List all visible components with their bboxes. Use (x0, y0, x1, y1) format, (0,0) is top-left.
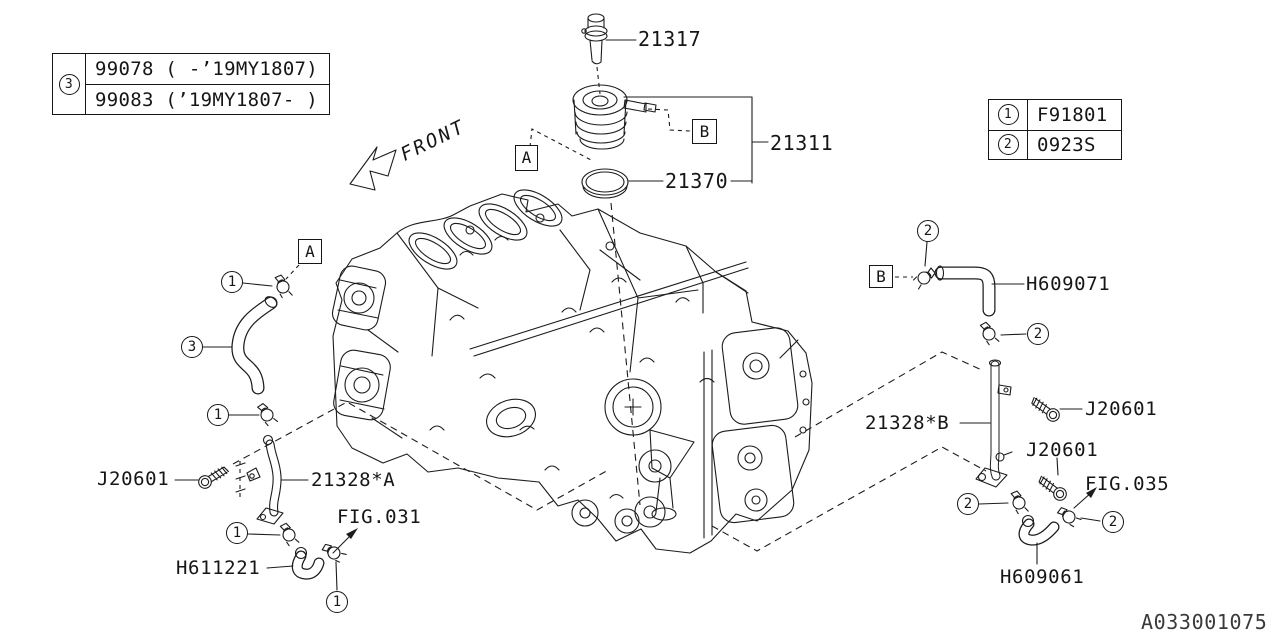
legend-right-ref-cell-2: 2 (989, 129, 1028, 159)
legend-right-code-2: 0923S (1028, 129, 1121, 160)
legend-right-code-1: F91801 (1037, 103, 1108, 126)
ref-circle-1-clamp-lower-left: 1 (226, 522, 248, 544)
legend-table-right: 1 F91801 2 0923S (988, 99, 1122, 160)
hose-h609061-drawing (1018, 514, 1060, 546)
ref-circle-1-legend: 1 (997, 104, 1019, 126)
hose-h609071-drawing (934, 265, 996, 317)
ref-circle-1-clamp-bottom-left: 1 (326, 591, 348, 613)
ref-circle-3-hose: 3 (181, 336, 203, 358)
ref-circle-1-clamp-mid-left: 1 (207, 404, 229, 426)
part-label-h609061: H609061 (1000, 566, 1085, 588)
part-label-21317: 21317 (638, 27, 702, 51)
water-plug-21317-drawing (581, 13, 608, 65)
part-label-j20601-lower-right: J20601 (1026, 439, 1099, 461)
figure-reference-arrowheads (346, 487, 1097, 539)
water-hose-3-drawing (231, 296, 278, 395)
section-box-b-top: B (692, 119, 717, 144)
legend-right-ref-cell-1: 1 (989, 100, 1028, 130)
legend-left-ref-cell: 3 (53, 54, 86, 114)
part-label-21311: 21311 (770, 131, 834, 155)
legend-left-row-1: 99078 ( -’19MY1807) (95, 58, 319, 80)
part-label-h611221: H611221 (176, 557, 261, 579)
figure-ref-label-fig031: FIG.031 (337, 506, 422, 528)
ref-circle-2-clamp-lower-right: 2 (957, 493, 979, 515)
section-box-a-top: A (515, 145, 538, 171)
ref-circle-2-clamp-bottom-right: 2 (1102, 511, 1124, 533)
ref-circle-2-clamp-upper-right: 2 (917, 220, 939, 242)
part-label-h609071: H609071 (1026, 273, 1111, 295)
figure-ref-label-fig035: FIG.035 (1085, 473, 1170, 495)
legend-left-row-2: 99083 (’19MY1807- ) (86, 84, 329, 114)
legend-table-left: 3 99078 ( -’19MY1807) 99083 (’19MY1807- … (52, 53, 330, 115)
gasket-21370-drawing (581, 168, 629, 199)
section-box-a-left: A (298, 239, 322, 264)
ref-circle-2-clamp-mid-right: 2 (1027, 323, 1049, 345)
ref-circle-3-legend: 3 (58, 73, 80, 95)
part-label-j20601-left: J20601 (97, 468, 170, 490)
front-arrow (349, 146, 397, 191)
part-label-j20601-upper-right: J20601 (1085, 398, 1158, 420)
diagram-id-label: A033001075 (1141, 610, 1268, 634)
water-pipe-21328a-drawing (246, 434, 284, 525)
part-label-21328a: 21328*A (311, 469, 396, 491)
ref-circle-1-clamp-upper-left: 1 (221, 271, 243, 293)
part-label-21328b: 21328*B (865, 412, 950, 434)
water-pipe-21328b-drawing (975, 359, 1013, 488)
leader-lines (174, 39, 1101, 591)
part-label-21370: 21370 (665, 169, 729, 193)
section-box-b-right: B (869, 265, 893, 288)
hose-h611221-drawing (291, 546, 325, 580)
dashed-locator-lines (232, 66, 987, 552)
engine-block (331, 189, 813, 554)
oil-cooler-21311-drawing (572, 84, 657, 150)
ref-circle-2-legend: 2 (997, 134, 1019, 156)
